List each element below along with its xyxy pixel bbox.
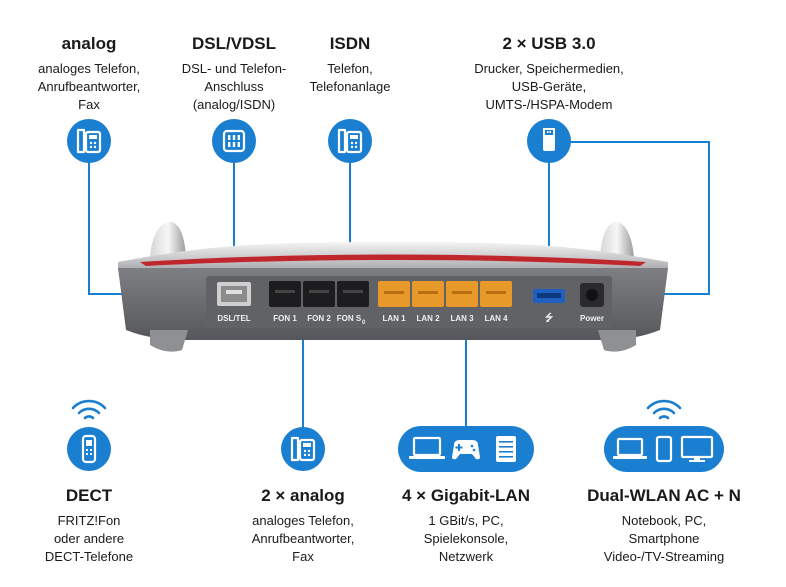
feature-desc: FRITZ!Fon oder andere DECT-Telefone (44, 513, 134, 564)
feature-lan: 4 × Gigabit-LAN 1 GBit/s, PC, Spielekons… (381, 486, 551, 566)
dect-handset-icon (67, 427, 111, 471)
phone-icon (281, 427, 325, 471)
dsl-connector-icon (212, 119, 256, 163)
port-label-fons0: FON S (337, 314, 362, 323)
wifi-icon (71, 399, 107, 420)
feature-dect: DECT FRITZ!Fon oder andere DECT-Telefone (9, 486, 169, 566)
router-foot-left (150, 330, 188, 352)
port-label-fon2: FON 2 (307, 314, 331, 323)
feature-usb: 2 × USB 3.0 Drucker, Speichermedien, USB… (459, 34, 639, 114)
feature-title: Dual-WLAN AC + N (587, 486, 741, 505)
feature-isdn: ISDN Telefon, Telefonanlage (285, 34, 415, 96)
usb-port (533, 289, 565, 303)
router: DSL/TEL FON 1 FON 2 FON S 0 LAN 1 LAN 2 … (118, 222, 668, 352)
router-fin-left (150, 222, 186, 262)
feature-title: 2 × analog (261, 486, 345, 505)
port-label-fons0-sub: 0 (362, 320, 366, 326)
feature-desc: analoges Telefon, Anrufbeantworter, Fax (251, 513, 355, 564)
feature-title: DECT (65, 486, 113, 505)
port-label-lan1: LAN 1 (382, 314, 406, 323)
dsl-port (217, 282, 251, 306)
port-label-lan3: LAN 3 (450, 314, 474, 323)
laptop-phone-monitor-icon (604, 426, 724, 472)
feature-dsl: DSL/VDSL DSL- und Telefon- Anschluss (an… (159, 34, 309, 114)
fon1-port (269, 281, 301, 307)
feature-title: ISDN (329, 34, 371, 53)
phone-icon (67, 119, 111, 163)
port-label-lan2: LAN 2 (416, 314, 440, 323)
port-label-usb-icon: ⭍ (545, 312, 554, 324)
feature-analog2: 2 × analog analoges Telefon, Anrufbeantw… (223, 486, 383, 566)
feature-wlan: Dual-WLAN AC + N Notebook, PC, Smartphon… (574, 486, 754, 566)
router-foot-right (598, 330, 636, 352)
feature-desc: 1 GBit/s, PC, Spielekonsole, Netzwerk (423, 513, 509, 564)
connector-lines (88, 141, 710, 430)
feature-title: 4 × Gigabit-LAN (402, 486, 530, 505)
power-port (580, 283, 604, 307)
port-label-power: Power (580, 314, 604, 323)
usb-icon (527, 119, 571, 163)
port-label-fon1: FON 1 (273, 314, 297, 323)
feature-desc: Drucker, Speichermedien, USB-Geräte, UMT… (474, 61, 624, 112)
line-usb-side (566, 141, 710, 295)
router-fin-right (600, 222, 634, 262)
feature-desc: Telefon, Telefonanlage (309, 61, 391, 94)
port-label-lan4: LAN 4 (484, 314, 508, 323)
feature-desc: Notebook, PC, Smartphone Video-/TV-Strea… (603, 513, 725, 564)
feature-analog: analog analoges Telefon, Anrufbeantworte… (14, 34, 164, 114)
fon-ports (269, 281, 369, 307)
feature-desc: analoges Telefon, Anrufbeantworter, Fax (37, 61, 141, 112)
line-analog (88, 160, 124, 295)
router-red-accent (140, 254, 646, 266)
port-label-dsl: DSL/TEL (217, 314, 250, 323)
phone-icon (328, 119, 372, 163)
feature-title: 2 × USB 3.0 (502, 34, 596, 53)
laptop-gamepad-server-icon (398, 426, 534, 472)
feature-title: DSL/VDSL (191, 34, 277, 53)
fons0-port (337, 281, 369, 307)
feature-desc: DSL- und Telefon- Anschluss (analog/ISDN… (181, 61, 287, 112)
lan-ports (378, 281, 512, 307)
wifi-icon (646, 399, 682, 420)
fon2-port (303, 281, 335, 307)
feature-title: analog (61, 34, 117, 53)
